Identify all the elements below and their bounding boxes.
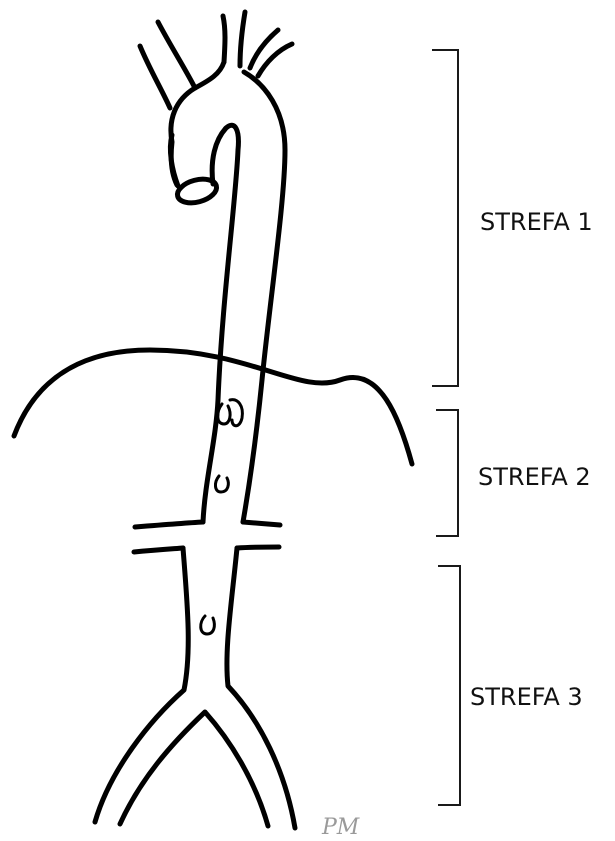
zone-1-label: STREFA 1 [480, 208, 593, 236]
aorta-right-wall [243, 72, 285, 522]
renal-line-lower [134, 547, 279, 552]
zone-2-label: STREFA 2 [478, 463, 591, 491]
celiac-trunk-stub [218, 400, 243, 426]
zone-2-bracket [436, 410, 458, 536]
inferior-mesenteric-stub [201, 616, 215, 634]
ascending-aorta-opening [175, 175, 219, 207]
left-subclavian-artery [250, 30, 292, 76]
iliac-bifurcation [120, 712, 268, 826]
zone-3-bracket [438, 566, 460, 805]
zone-1-bracket [432, 50, 458, 386]
author-signature: PM [321, 815, 360, 840]
renal-artery-stub [215, 476, 228, 492]
aorta-left-wall [171, 62, 239, 522]
left-common-carotid [223, 12, 245, 66]
renal-line-upper [135, 522, 280, 527]
zone-3-label: STREFA 3 [470, 683, 583, 711]
infrarenal-aorta-right-wall [227, 548, 295, 828]
